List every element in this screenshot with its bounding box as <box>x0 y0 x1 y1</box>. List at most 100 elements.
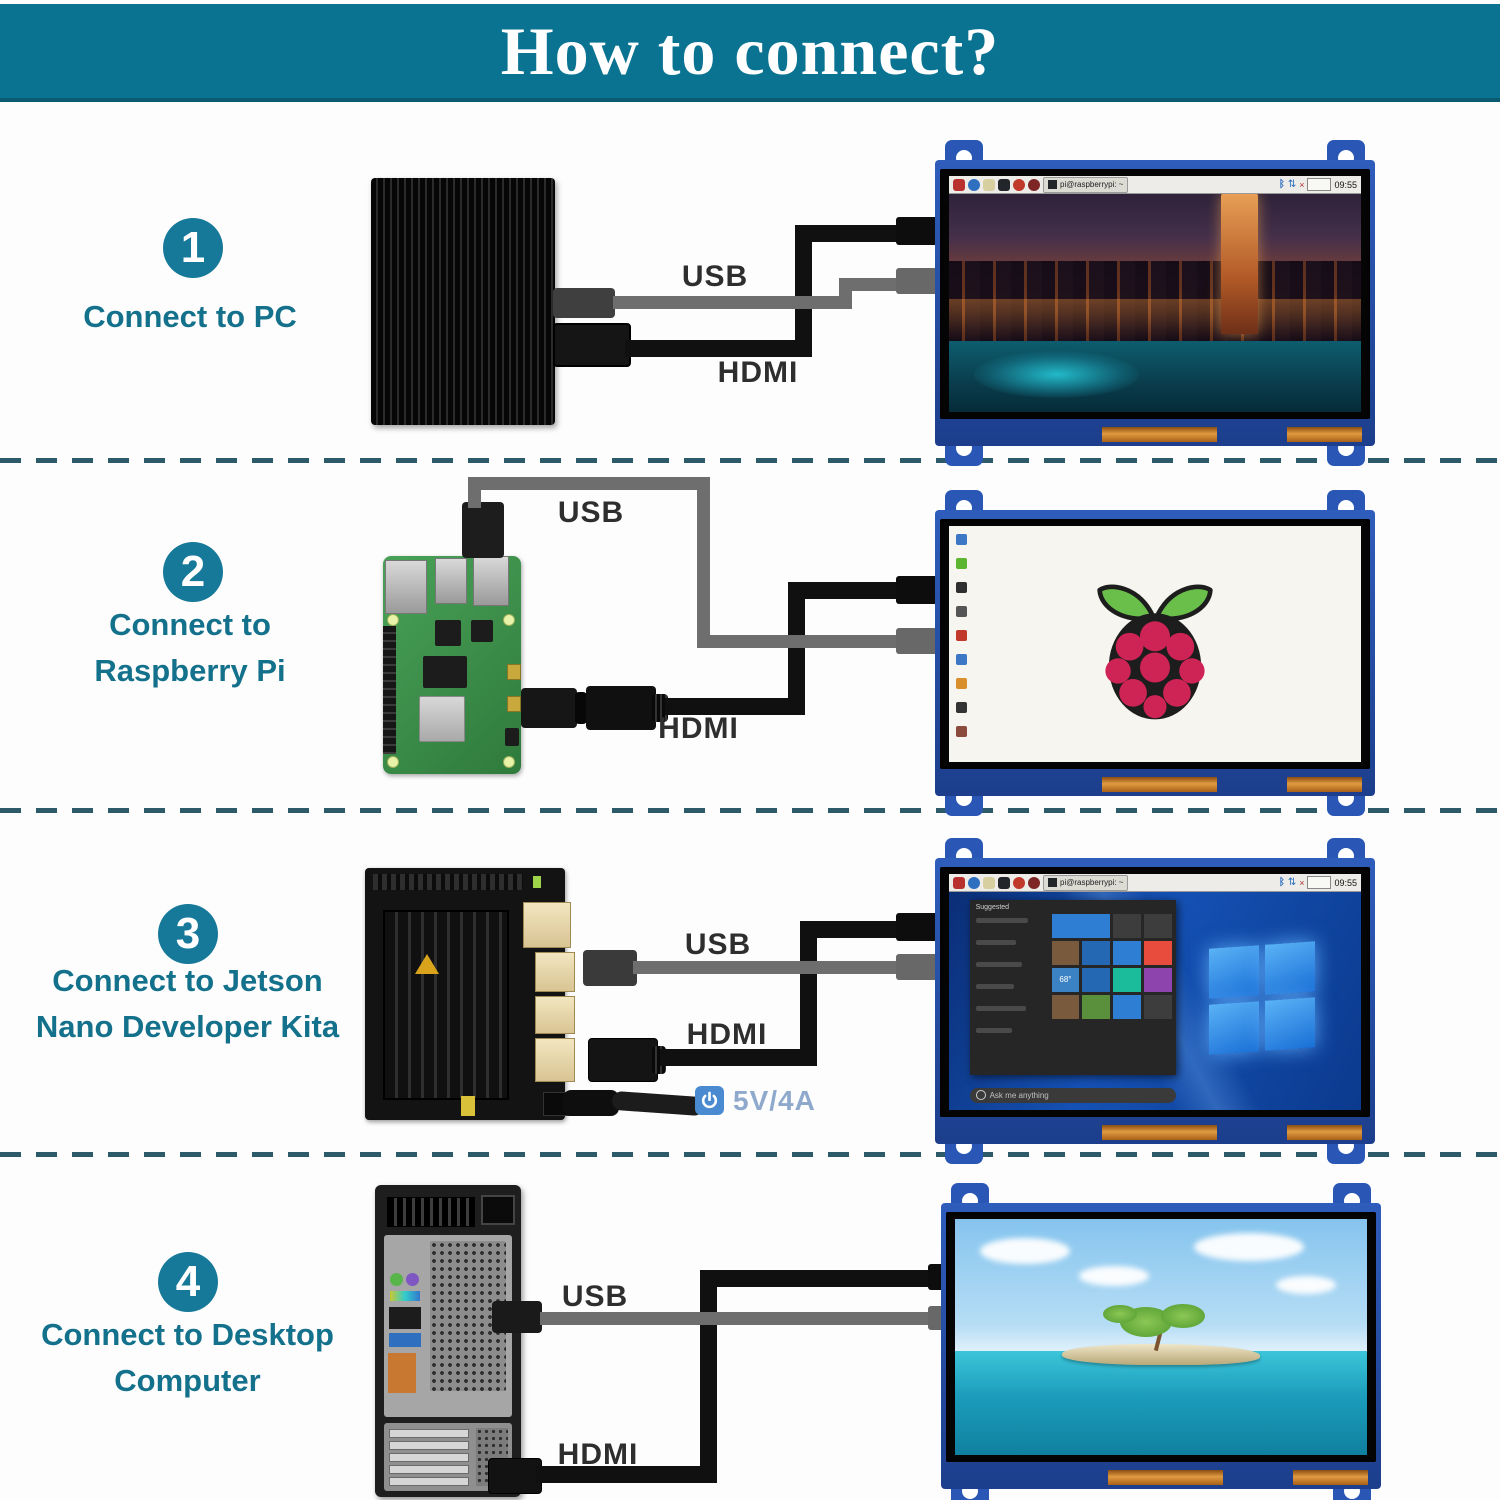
divider <box>0 458 1500 463</box>
hdmi-cable <box>795 225 812 357</box>
flex-connector <box>1102 427 1217 442</box>
tile[interactable] <box>1082 994 1111 1019</box>
app-icon[interactable] <box>1028 876 1040 889</box>
hdmi-cable <box>795 225 912 242</box>
terminal-icon[interactable] <box>998 178 1010 191</box>
tile[interactable] <box>1113 913 1141 938</box>
bluetooth-icon[interactable]: ᛒ <box>1278 877 1285 888</box>
usb-plug <box>553 288 615 318</box>
weather-tile[interactable]: 68° <box>1051 967 1080 992</box>
app-icon[interactable] <box>1013 178 1025 191</box>
tile[interactable] <box>1143 994 1172 1019</box>
step-2-number: 2 <box>180 547 206 596</box>
monitor-bezel: pi@raspberrypi: ~ ᛒ ⇅ × 09:55 <box>940 169 1370 419</box>
tile[interactable] <box>1143 913 1172 938</box>
monitor-frame: Suggested <box>935 858 1375 1144</box>
hdmi-label: HDMI <box>717 356 799 389</box>
tile[interactable] <box>1113 994 1141 1019</box>
hdmi-cable <box>700 1270 717 1483</box>
browser-icon[interactable] <box>968 876 980 889</box>
skyscraper <box>1220 192 1258 335</box>
tile[interactable] <box>1113 940 1141 965</box>
page-title: How to connect? <box>500 12 1000 89</box>
tile[interactable] <box>1051 994 1080 1019</box>
tile[interactable] <box>1082 940 1111 965</box>
lan-ports <box>388 1353 416 1393</box>
desktop-icon[interactable] <box>956 654 967 665</box>
micro-hdmi-port <box>507 696 521 712</box>
jumper <box>461 1096 475 1116</box>
network-icon[interactable]: ⇅ <box>1287 877 1297 888</box>
desktop-icon[interactable] <box>956 702 967 713</box>
tile[interactable] <box>1113 967 1141 992</box>
ps2-port <box>390 1273 403 1286</box>
cortana-icon <box>975 1090 986 1101</box>
bluetooth-icon[interactable]: ᛒ <box>1278 179 1285 190</box>
browser-icon[interactable] <box>968 178 980 191</box>
desktop-icon[interactable] <box>956 534 967 545</box>
usb-label: USB <box>561 1280 629 1313</box>
step-2-label: Connect to Raspberry Pi <box>94 607 286 688</box>
slot-cover <box>389 1465 469 1474</box>
usb-label: USB <box>557 496 625 529</box>
step-1-number: 1 <box>180 223 206 272</box>
tree-foliage <box>1161 1303 1205 1328</box>
header-banner: How to connect? <box>0 4 1500 102</box>
screen-raspbian-desktop <box>949 526 1361 762</box>
desktop-icon[interactable] <box>956 678 967 689</box>
desktop-icon[interactable] <box>956 630 967 641</box>
raspberry-menu-icon[interactable] <box>953 876 965 889</box>
terminal-icon[interactable] <box>998 876 1010 889</box>
step-4-number: 4 <box>175 1257 201 1306</box>
windows-logo <box>1208 941 1315 1055</box>
mini-pc-device <box>371 178 555 425</box>
hdmi-cable <box>800 921 912 938</box>
power-plug <box>563 1090 619 1116</box>
desktop-icon[interactable] <box>956 606 967 617</box>
usb-cable <box>468 477 710 490</box>
usb-port <box>473 556 509 606</box>
usb-port <box>435 558 467 604</box>
tile[interactable] <box>1143 940 1172 965</box>
windows-search-bar[interactable]: Ask me anything <box>969 1087 1176 1103</box>
step-4-badge: 4 <box>158 1252 218 1312</box>
desktop-icon[interactable] <box>956 558 967 569</box>
slot-cover <box>389 1429 469 1438</box>
usb-connector <box>896 628 940 654</box>
hdmi-cable <box>788 582 912 599</box>
app-icon[interactable] <box>1013 876 1025 889</box>
terminal-window-button[interactable]: pi@raspberrypi: ~ <box>1043 176 1129 193</box>
divider <box>0 808 1500 813</box>
desktop-tower-device <box>375 1185 521 1497</box>
hdmi-label: HDMI <box>658 712 739 745</box>
volume-icon[interactable]: × <box>1299 877 1305 888</box>
tile[interactable] <box>1051 940 1080 965</box>
tile[interactable] <box>1082 967 1111 992</box>
power-cable <box>611 1090 705 1117</box>
file-manager-icon[interactable] <box>983 178 995 191</box>
usb-cable <box>697 635 912 648</box>
file-manager-icon[interactable] <box>983 876 995 889</box>
network-icon[interactable]: ⇅ <box>1287 179 1297 190</box>
terminal-window-button[interactable]: pi@raspberrypi: ~ <box>1043 874 1129 891</box>
hdmi-connector <box>896 217 940 245</box>
desktop-icon[interactable] <box>956 726 967 737</box>
hdmi-label: HDMI <box>686 1018 768 1051</box>
monitor-frame <box>935 510 1375 796</box>
app-icon[interactable] <box>1028 178 1040 191</box>
tile[interactable] <box>1051 913 1111 938</box>
tile[interactable] <box>1143 967 1172 992</box>
desktop-icon[interactable] <box>956 582 967 593</box>
terminal-glyph <box>1048 180 1057 189</box>
city-skyline <box>949 260 1361 342</box>
volume-icon[interactable]: × <box>1299 179 1305 190</box>
raspberry-menu-icon[interactable] <box>953 178 965 191</box>
sea <box>955 1351 1367 1455</box>
usb3-ports <box>389 1333 421 1347</box>
hdmi-cable <box>665 698 805 715</box>
usb-cable <box>839 278 912 291</box>
ps2-port <box>406 1273 419 1286</box>
step-1-badge: 1 <box>163 218 223 278</box>
jetson-nano-device <box>365 868 575 1120</box>
